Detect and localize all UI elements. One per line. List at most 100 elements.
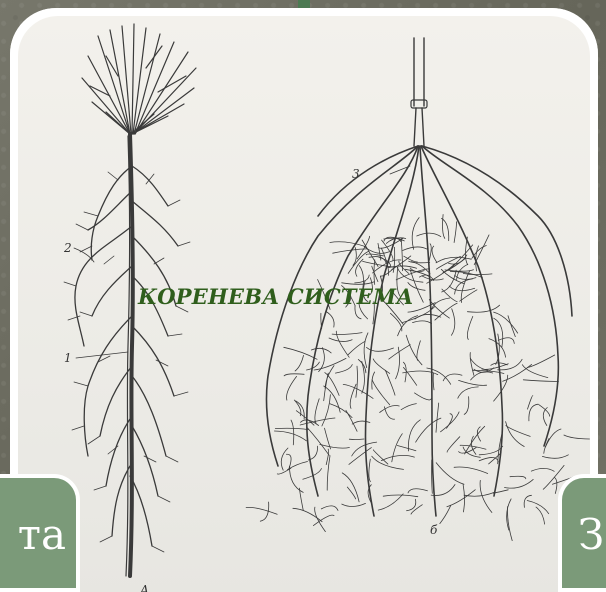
fibrous-rootlet: [447, 437, 460, 452]
fibrous-rootlet: [498, 338, 514, 344]
fibrous-rootlet: [527, 355, 554, 368]
fibrous-rootlet: [403, 247, 427, 251]
fibrous-rootlet: [529, 404, 538, 421]
taproot-label-1: 1: [64, 351, 72, 365]
fibrous-rootlet: [527, 501, 549, 514]
fibrous-rootlet: [542, 455, 568, 459]
fibrous-rootlet: [564, 435, 590, 439]
fibrous-rootlet: [326, 311, 334, 327]
fibrous-rootlet: [523, 380, 558, 382]
fibrous-rootlet: [396, 347, 400, 379]
fibrous-rootlet: [378, 494, 403, 510]
fibrous-rootlet: [246, 507, 277, 514]
fibrous-rootlet: [498, 359, 522, 370]
fibrous-rootlet: [349, 439, 364, 440]
fibrous-rootlet: [531, 468, 554, 471]
fibrous-rootlet: [315, 507, 326, 531]
left-tab-text: та: [18, 514, 66, 556]
fibrous-rootlet: [352, 421, 370, 424]
fibrous-rootlet: [325, 373, 339, 396]
fibrous-rootlet: [295, 355, 303, 371]
fibrous-rootlet: [274, 431, 306, 441]
fibrous-rootlet: [470, 353, 474, 376]
fibrous-rootlet: [372, 266, 378, 281]
fibrous-rootlet: [403, 367, 416, 385]
overlay-title: КОРЕНЕВА СИСТЕМА: [138, 284, 414, 309]
fibrous-rootlet: [324, 386, 341, 412]
fibrous-rootlet: [407, 499, 416, 510]
fibrous-rootlet: [536, 507, 545, 524]
fibrous-rootlet: [436, 403, 439, 432]
fibrous-rootlet: [505, 479, 534, 488]
fibrous-rootlet: [451, 309, 454, 336]
fibrous-rootlet: [364, 333, 368, 368]
fibrous-rootlet: [336, 331, 349, 357]
fibrous-rootlet: [329, 338, 352, 341]
left-slide-tab: та: [0, 474, 80, 592]
fibrous-rootlet: [315, 399, 319, 424]
fibrous-rootlet: [291, 420, 294, 445]
fibrous-rootlet: [381, 455, 414, 460]
fibrous-rootlet: [447, 490, 475, 507]
fibrous-rootlet: [470, 358, 488, 370]
fibrous-rootlet: [284, 347, 317, 359]
fibrous-rootlet: [441, 412, 460, 432]
fibrous-rootlet: [284, 374, 304, 376]
fibrous-rootlet: [385, 370, 395, 395]
fibrous-rootlet: [373, 359, 390, 374]
fibrous-rootlet: [432, 246, 437, 262]
fibrous-rootlet: [314, 358, 346, 370]
fibrous-rootlet: [443, 215, 445, 239]
fibrous-rootlet: [522, 365, 548, 378]
fibrous-rootlet: [335, 365, 352, 374]
fibrous-rootlet: [324, 373, 329, 401]
fibrous-rootlet: [454, 222, 456, 243]
fibrous-rootlet: [464, 492, 494, 496]
fibrous-rootlet: [482, 364, 508, 370]
fibrous-rootlet: [408, 420, 420, 451]
fibrous-rootlet: [494, 312, 518, 333]
fibrous-rootlet: [461, 271, 469, 303]
fibrous-rootlet: [372, 380, 390, 405]
fibrous-rootlet: [399, 261, 409, 273]
fibrous-rootlet: [464, 397, 469, 415]
taproot-label-2: 2: [63, 241, 72, 255]
taproot-label-a: А: [139, 583, 149, 592]
fibrous-rootlet: [467, 305, 499, 312]
fibrous-rootlet: [397, 446, 416, 451]
fibrous-rootlet: [369, 459, 371, 482]
fibrous-rootlet: [342, 473, 359, 502]
fibrous-rootlet: [330, 242, 365, 247]
fibrous-rootlet: [413, 321, 432, 324]
fibrous-rootlet: [320, 444, 350, 448]
fibrous-rootlet: [417, 341, 421, 361]
fibrous-rootlet: [287, 454, 292, 469]
fibrous-rootlet: [415, 393, 432, 400]
fibrous-rootlet: [412, 218, 419, 250]
fibrous-label-3: 3: [352, 167, 360, 181]
fibrous-rootlet: [507, 507, 512, 541]
fibrous-rootlet: [342, 503, 366, 506]
fibrous-rootlet: [411, 505, 422, 514]
fibrous-rootlet: [327, 456, 330, 491]
fibrous-rootlet: [406, 335, 422, 365]
fibrous-rootlet: [465, 426, 485, 454]
fibrous-rootlet: [352, 442, 377, 456]
fibrous-rootlet: [443, 374, 462, 381]
fibrous-rootlet: [404, 256, 418, 262]
fibrous-rootlet: [474, 235, 489, 265]
fibrous-rootlet: [366, 254, 383, 256]
fibrous-rootlet: [275, 428, 308, 429]
right-slide-tab: З: [558, 474, 606, 592]
fibrous-rootlet: [289, 466, 303, 492]
fibrous-rootlet: [380, 405, 400, 412]
fibrous-rootlet: [321, 506, 338, 511]
fibrous-rootlet: [362, 240, 378, 267]
fibrous-rootlet: [458, 387, 479, 398]
fibrous-rootlet: [442, 270, 457, 292]
right-tab-text: З: [578, 514, 604, 556]
fibrous-rootlet: [454, 467, 488, 474]
fibrous-rootlet: [449, 286, 475, 291]
fibrous-rootlet: [322, 395, 331, 426]
fibrous-rootlet: [300, 418, 335, 425]
